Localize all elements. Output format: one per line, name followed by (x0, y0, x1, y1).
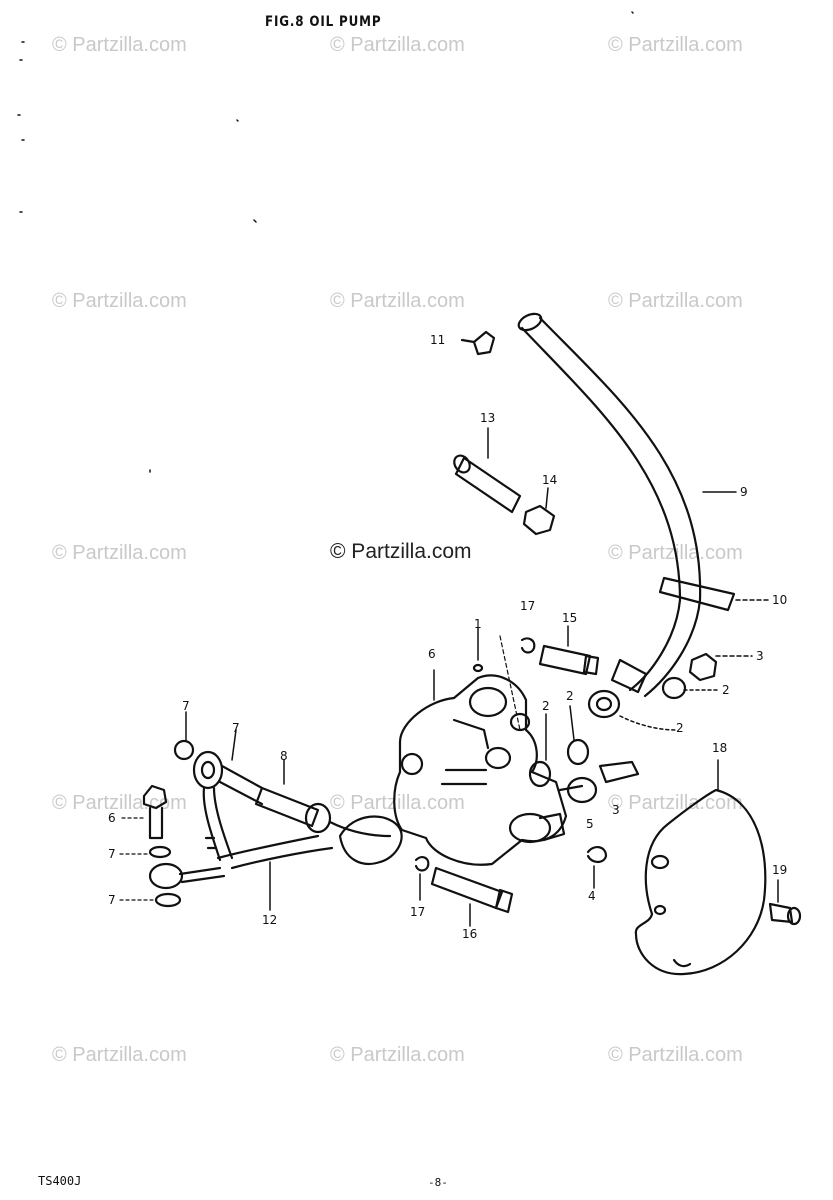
callout-2-right: 2 (722, 683, 730, 697)
part-12-oil-pipe (148, 750, 403, 911)
page-number: -8- (428, 1176, 448, 1189)
callout-2-center: 2 (542, 699, 550, 713)
part-4-clip (586, 846, 608, 889)
watermark-center: © Partzilla.com (330, 540, 472, 563)
callout-2-mid: 2 (566, 689, 574, 703)
callout-7-bottom: 7 (108, 893, 116, 907)
callout-4: 4 (588, 889, 596, 903)
watermark: © Partzilla.com (608, 792, 743, 814)
watermark: © Partzilla.com (52, 34, 187, 56)
callout-5: 5 (586, 817, 594, 831)
scan-specks (17, 11, 634, 473)
part-16-long-bolt (430, 866, 514, 927)
diagram-title: FIG.8 OIL PUMP (265, 14, 382, 30)
watermark: © Partzilla.com (52, 542, 187, 564)
hose-banjo (587, 689, 621, 719)
part-13-sleeve (453, 427, 522, 514)
watermark: © Partzilla.com (330, 792, 465, 814)
watermark: © Partzilla.com (330, 290, 465, 312)
callout-17-lower: 17 (410, 905, 426, 919)
watermark: © Partzilla.com (330, 1044, 465, 1066)
callout-6-body: 6 (428, 647, 436, 661)
callout-7-pipe: 7 (232, 721, 240, 735)
part-5-bolt (528, 705, 640, 804)
callout-19: 19 (772, 863, 788, 877)
callout-15: 15 (562, 611, 578, 625)
callout-7-mid: 7 (108, 847, 116, 861)
part-19-screw (768, 879, 802, 926)
callout-6-left: 6 (108, 811, 116, 825)
watermark: © Partzilla.com (608, 34, 743, 56)
part-10-clamp (658, 576, 771, 612)
model-code: TS400J (38, 1174, 82, 1188)
part-18-cover (634, 759, 767, 976)
callout-10: 10 (772, 593, 788, 607)
callout-2-banjo: 2 (676, 721, 684, 735)
watermark: © Partzilla.com (52, 1044, 187, 1066)
callout-3-center: 3 (612, 803, 620, 817)
part-2-washer (661, 676, 687, 700)
callout-18: 18 (712, 741, 728, 755)
part-9-oil-hose (517, 312, 737, 698)
part-7-washers (119, 711, 237, 908)
part-14-cap (522, 487, 556, 536)
part-8-hose-sleeve (254, 786, 320, 828)
watermark: © Partzilla.com (608, 1044, 743, 1066)
part-6-bolt (121, 784, 168, 840)
callout-14: 14 (542, 473, 558, 487)
part-3-bolt (688, 652, 753, 682)
watermark: © Partzilla.com (52, 290, 187, 312)
callout-7-top: 7 (182, 699, 190, 713)
callout-17-upper: 17 (520, 599, 536, 613)
callout-9: 9 (740, 485, 748, 499)
part-15-bolt (538, 625, 600, 676)
callout-3-right: 3 (756, 649, 764, 663)
part-17-clip-lower (414, 856, 430, 901)
part-17-clip-upper (499, 635, 536, 731)
watermark: © Partzilla.com (330, 34, 465, 56)
part-1-oil-pump-body (393, 627, 568, 866)
callout-12: 12 (262, 913, 278, 927)
callout-8: 8 (280, 749, 288, 763)
watermark: © Partzilla.com (608, 290, 743, 312)
callout-16: 16 (462, 927, 478, 941)
callout-13: 13 (480, 411, 496, 425)
callout-1-top: 1 (474, 617, 482, 631)
callout-11: 11 (430, 333, 446, 347)
part-11-fitting (460, 330, 496, 356)
watermark: © Partzilla.com (52, 792, 187, 814)
